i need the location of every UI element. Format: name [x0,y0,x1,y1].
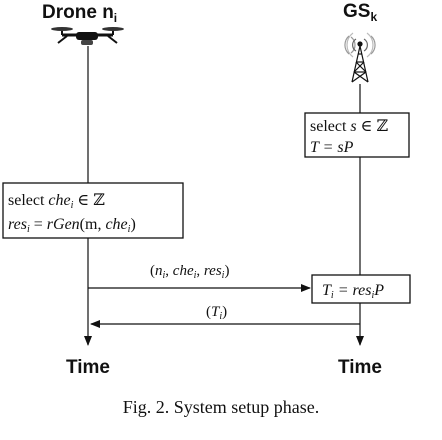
drone-select-box [2,182,184,239]
drone-time-label: Time [66,357,110,378]
drone-title: Drone ni [42,2,117,25]
drone-select-line1: select chei ∈ ℤ [8,192,105,211]
reply-message-label: (Ti) [206,304,227,322]
gs-select-line2: T = sP [310,139,354,156]
ti-compute-box [311,274,411,304]
ti-compute-text: Ti = resiP [322,282,384,301]
gs-select-box [304,112,410,158]
drone-icon [51,27,124,45]
gs-time-label: Time [338,357,382,378]
figure-caption: Fig. 2. System setup phase. [123,397,320,417]
gs-title: GSk [343,1,377,24]
gs-select-line1: select s ∈ ℤ [310,118,389,135]
drone-select-line2: resi = rGen(m, chei) [8,216,136,235]
antenna-icon [344,32,376,83]
send-message-label: (ni, chei, resi) [150,263,229,281]
